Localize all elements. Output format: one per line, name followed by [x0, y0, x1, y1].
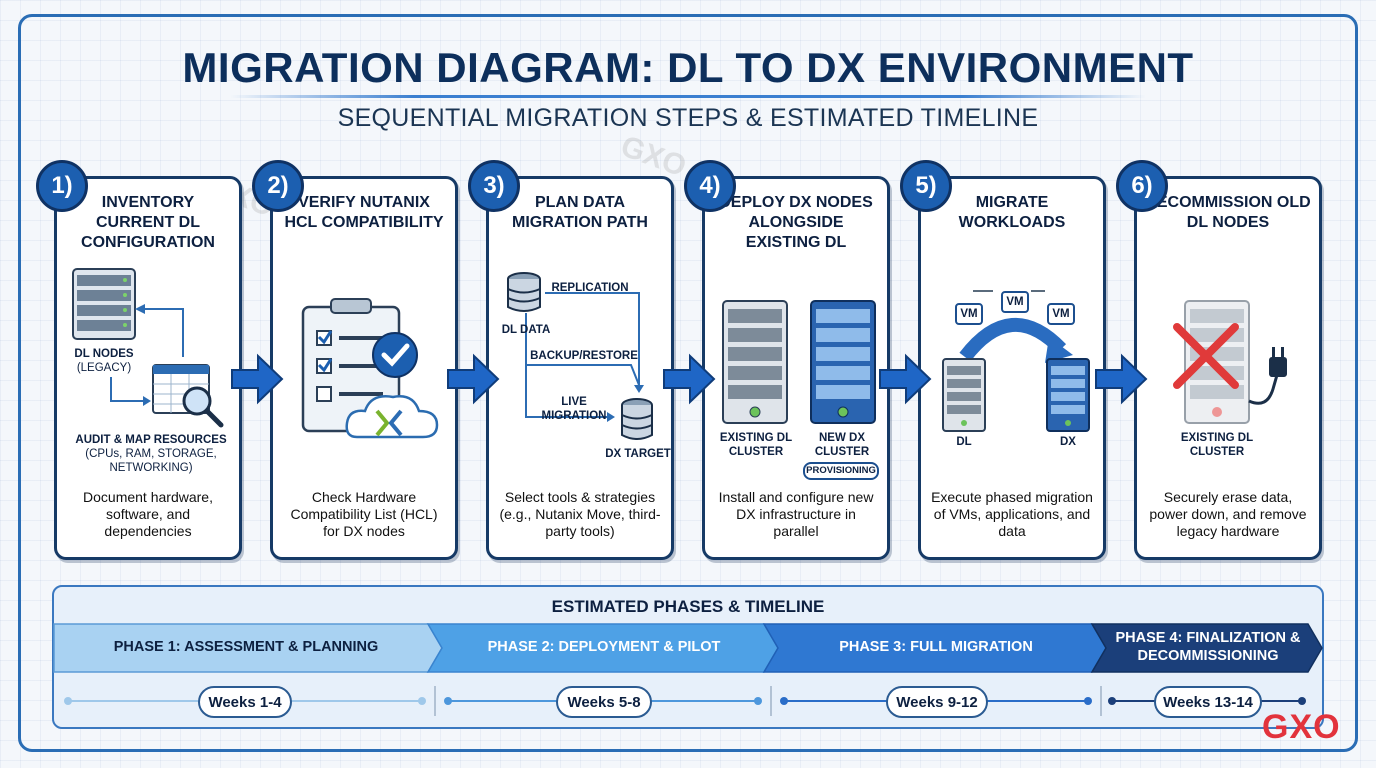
server-rack-icon	[722, 300, 788, 424]
weeks-pill: Weeks 9-12	[886, 686, 988, 718]
weeks-pill: Weeks 13-14	[1154, 686, 1262, 718]
step-number-badge: 6)	[1116, 160, 1168, 212]
dx-label: DX	[1060, 436, 1076, 448]
step-card-5: MIGRATE WORKLOADS VM VM VM DL DX Execute…	[918, 176, 1106, 560]
page-title: MIGRATION DIAGRAM: DL TO DX ENVIRONMENT	[182, 44, 1194, 91]
step-card-2: VERIFY NUTANIX HCL COMPATIBILITY Check H…	[270, 176, 458, 560]
step-arrow-icon	[1095, 353, 1148, 405]
decommission-illustration	[1173, 300, 1287, 424]
dl-data-label: DL DATA	[501, 324, 551, 336]
dl-nodes-sublabel: (LEGACY)	[76, 362, 132, 374]
dl-nodes-label: DL NODES	[74, 348, 134, 360]
hcl-illustration	[301, 298, 439, 439]
diagram-frame	[18, 14, 1358, 752]
step-card-6: DECOMMISSION OLD DL NODES EXISTING DL CL…	[1134, 176, 1322, 560]
step-title: INVENTORY CURRENT DL CONFIGURATION	[81, 194, 215, 251]
phase-1-label: PHASE 1: ASSESSMENT & PLANNING	[113, 639, 379, 655]
existing-cluster-label: EXISTING DL CLUSTER	[719, 432, 793, 458]
title-divider	[230, 95, 1146, 98]
live-migration-label: LIVE MIGRATION	[541, 396, 607, 422]
step-number-badge: 3)	[468, 160, 520, 212]
remove-x-icon	[1173, 323, 1239, 389]
timeline-title: ESTIMATED PHASES & TIMELINE	[551, 597, 825, 616]
dx-target-label: DX TARGET	[605, 448, 671, 460]
magnifier-icon	[182, 386, 224, 428]
replication-label: REPLICATION	[551, 282, 629, 294]
dl-label: DL	[956, 436, 972, 448]
step-number-badge: 4)	[684, 160, 736, 212]
workload-migration-illustration	[942, 290, 1090, 432]
server-rack-icon	[1046, 358, 1090, 432]
step-title: MIGRATE WORKLOADS	[958, 194, 1066, 231]
step-description: Select tools & strategies (e.g., Nutanix…	[499, 489, 661, 539]
step-description: Document hardware, software, and depende…	[83, 489, 213, 539]
new-cluster-label: NEW DX CLUSTER	[814, 432, 870, 458]
page-subtitle: SEQUENTIAL MIGRATION STEPS & ESTIMATED T…	[337, 104, 1039, 132]
power-plug-icon	[1248, 347, 1287, 405]
phase-3-label: PHASE 3: FULL MIGRATION	[839, 639, 1033, 655]
step-number-badge: 2)	[252, 160, 304, 212]
step-title: DEPLOY DX NODES ALONGSIDE EXISTING DL	[719, 194, 873, 251]
migration-path-illustration	[507, 272, 653, 440]
database-icon	[507, 272, 541, 312]
deploy-illustration	[722, 300, 876, 424]
step-arrow-icon	[663, 353, 716, 405]
step-title: VERIFY NUTANIX HCL COMPATIBILITY	[284, 194, 444, 231]
step-description: Securely erase data, power down, and rem…	[1149, 489, 1307, 539]
database-icon	[621, 398, 653, 440]
existing-cluster-label: EXISTING DL CLUSTER	[1180, 432, 1254, 458]
phase-2-label: PHASE 2: DEPLOYMENT & PILOT	[487, 639, 721, 655]
audit-label: AUDIT & MAP RESOURCES	[75, 434, 227, 446]
step-description: Check Hardware Compatibility List (HCL) …	[290, 489, 438, 539]
server-rack-icon	[942, 358, 986, 432]
server-rack-icon	[72, 268, 136, 340]
vm-box: VM	[955, 303, 983, 325]
step-number-badge: 1)	[36, 160, 88, 212]
step-number-badge: 5)	[900, 160, 952, 212]
gxo-logo: GXO	[1262, 708, 1341, 746]
step-title: DECOMMISSION OLD DL NODES	[1145, 194, 1311, 231]
nutanix-cloud-icon	[345, 395, 439, 439]
check-badge-icon	[372, 332, 418, 378]
step-arrow-icon	[447, 353, 500, 405]
inventory-illustration	[72, 268, 224, 428]
weeks-pill: Weeks 5-8	[556, 686, 652, 718]
step-title: PLAN DATA MIGRATION PATH	[512, 194, 648, 231]
step-card-3: PLAN DATA MIGRATION PATH DL DATA REPLICA…	[486, 176, 674, 560]
provisioning-status-badge: PROVISIONING	[803, 462, 879, 480]
weeks-pill: Weeks 1-4	[198, 686, 292, 718]
vm-box: VM	[1047, 303, 1075, 325]
audit-sublabel: (CPUs, RAM, STORAGE, NETWORKING)	[85, 448, 217, 474]
step-card-1: INVENTORY CURRENT DL CONFIGURATION DL NO…	[54, 176, 242, 560]
server-rack-icon	[810, 300, 876, 424]
backup-restore-label: BACKUP/RESTORE	[530, 350, 638, 362]
step-description: Execute phased migration of VMs, applica…	[931, 489, 1093, 539]
vm-box: VM	[1001, 291, 1029, 313]
step-description: Install and configure new DX infrastruct…	[718, 489, 874, 539]
step-arrow-icon	[231, 353, 284, 405]
step-card-4: DEPLOY DX NODES ALONGSIDE EXISTING DL EX…	[702, 176, 890, 560]
phase-4-label: PHASE 4: FINALIZATION & DECOMMISSIONING	[1115, 630, 1301, 664]
step-arrow-icon	[879, 353, 932, 405]
